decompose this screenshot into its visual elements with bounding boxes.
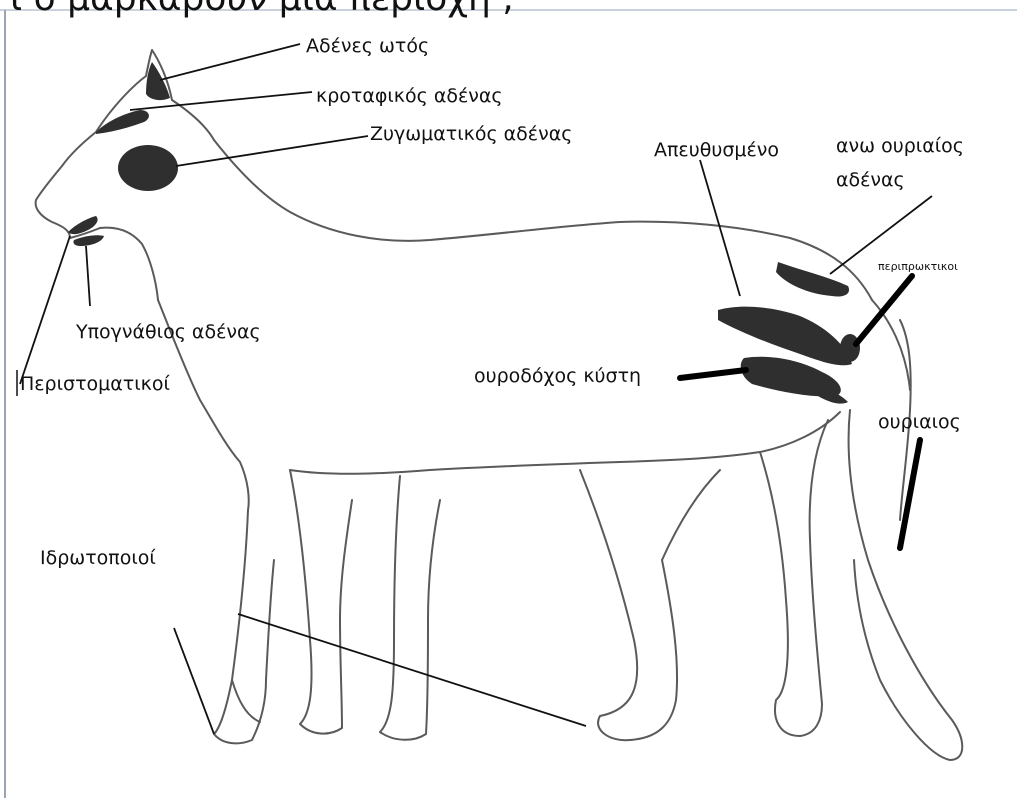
front-paw-extra [232, 680, 260, 722]
label-submandibular-gland: Υπογνάθιος αδένας [75, 321, 261, 343]
label-perianal: περιπρωκτικοι [878, 260, 958, 273]
label-perioral: Περιστοματικοί [20, 373, 170, 395]
head-outline [36, 50, 214, 238]
glands [68, 62, 860, 404]
label-upper-tail-gland-1: ανω ουριαίος [836, 135, 964, 157]
front-leg-right-outline [290, 470, 352, 734]
label-temporal-gland: κροταφικός αδένας [316, 85, 503, 107]
leader-perioral [20, 236, 70, 384]
hind-leg-left-outline [380, 476, 440, 740]
leader-submandibular [86, 246, 90, 306]
cut-title: ί ο μαρκάρουν μια περιοχή ; [10, 0, 514, 19]
label-caudal: ουριαιος [878, 411, 961, 433]
muzzle-outline [100, 228, 158, 300]
leader-sweat-paw [174, 628, 214, 734]
label-upper-tail-gland-2: αδένας [836, 169, 905, 191]
label-urinary-bladder: ουροδόχος κύστη [474, 365, 641, 387]
labels: Αδένες ωτός κροταφικός αδένας Ζυγωματικό… [20, 35, 964, 569]
cat-outline [36, 50, 963, 760]
label-ear-glands: Αδένες ωτός [306, 35, 429, 57]
leader-sweat [238, 614, 586, 726]
inner-leg-outline [662, 470, 720, 560]
submandibular-gland-shape [73, 235, 104, 246]
label-zygomatic-gland: Ζυγωματικός αδένας [370, 123, 572, 145]
back-outline [214, 140, 872, 300]
leader-bladder [680, 370, 746, 378]
leader-zygomatic [176, 136, 368, 166]
belly-outline [290, 412, 840, 474]
zygomatic-gland-shape [118, 145, 178, 191]
hind-leg-right-outline [760, 420, 828, 736]
label-rectum: Απευθυσμένο [654, 139, 779, 161]
leader-ear-glands [160, 44, 300, 80]
rectum-shape [718, 307, 852, 366]
hind-thigh-outline [580, 470, 677, 740]
label-sweat-glands: Ιδρωτοποιοί [40, 547, 156, 569]
